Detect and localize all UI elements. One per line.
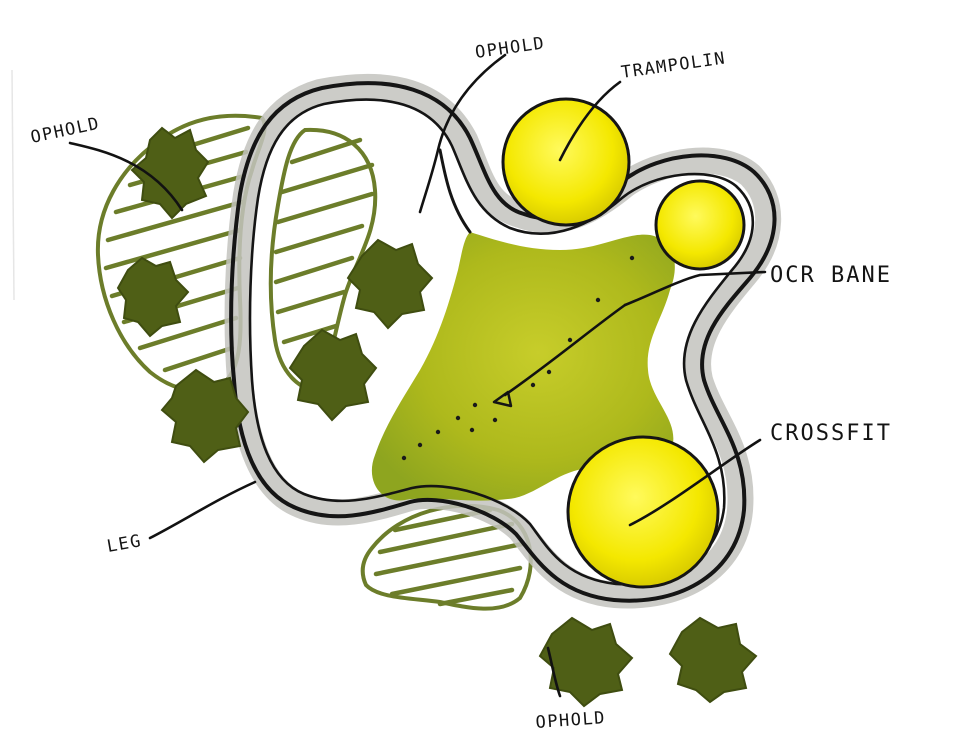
label-ocr-bane: OCR BANE [770, 263, 892, 288]
trampoline-small [656, 181, 744, 269]
label-crossfit: CROSSFIT [770, 421, 892, 446]
trampoline-large [503, 99, 629, 225]
crossfit-circle [568, 437, 718, 587]
